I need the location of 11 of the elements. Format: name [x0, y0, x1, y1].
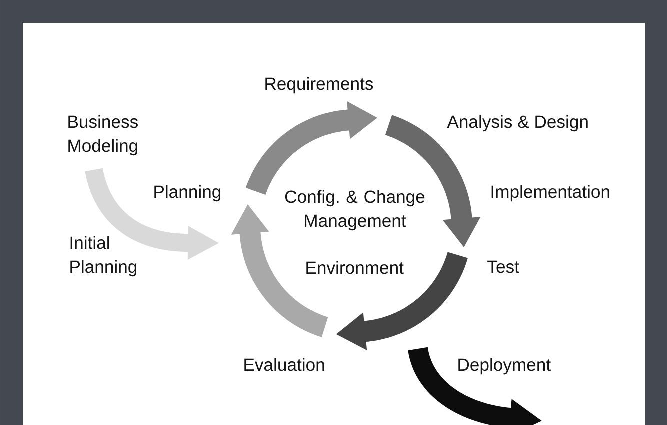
phase-label: Initial Planning [70, 236, 137, 277]
center-label: Config. & Change Management [285, 190, 425, 231]
phase-label: Evaluation [244, 358, 324, 372]
center-label: Environment [306, 261, 404, 274]
phase-label: Implementation [492, 185, 610, 202]
phase-label: Planning [154, 185, 221, 202]
phase-label: Business Modeling [68, 115, 138, 156]
phase-label: Analysis & Design [447, 115, 588, 132]
phase-label: Test [488, 260, 520, 274]
phase-label: Requirements [266, 77, 374, 94]
phase-label: Deployment [458, 358, 551, 375]
